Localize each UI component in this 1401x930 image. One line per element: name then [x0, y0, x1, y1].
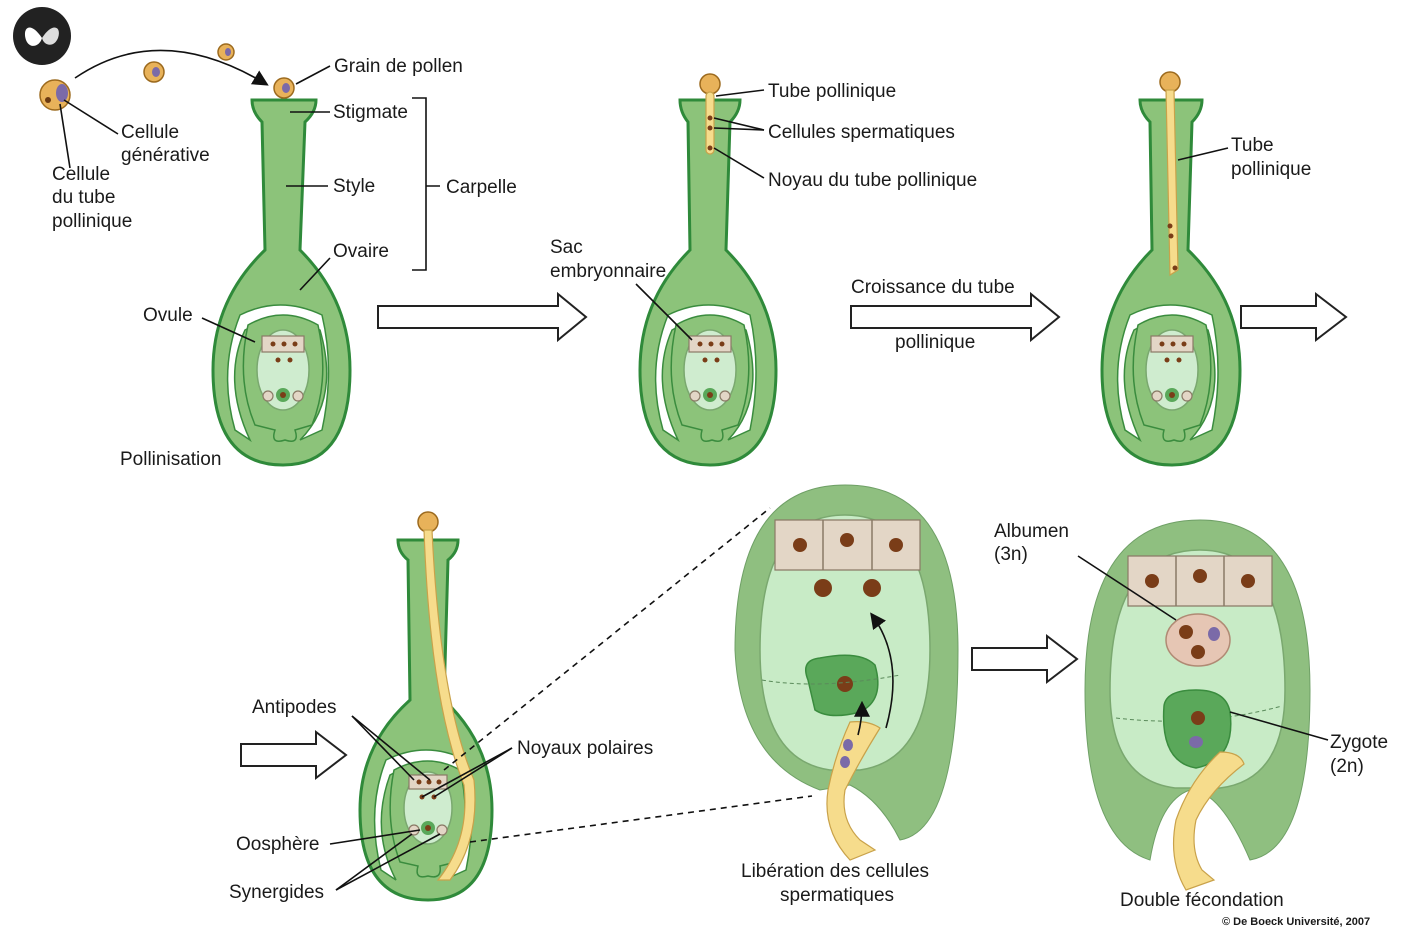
label-zygote-1: Zygote: [1330, 732, 1388, 753]
label-croissance-2: pollinique: [895, 332, 975, 353]
panel-pollen-tube-growth: [1102, 72, 1240, 465]
label-oosphere: Oosphère: [236, 834, 319, 855]
label-cellule-generative-1: Cellule: [121, 122, 179, 143]
label-ovule: Ovule: [143, 305, 193, 326]
copyright-notice: © De Boeck Université, 2007: [1222, 916, 1370, 928]
panel-sperm-release: [735, 485, 958, 860]
label-double-fecondation: Double fécondation: [1120, 890, 1284, 911]
label-liberation-2: spermatiques: [780, 885, 894, 906]
label-synergides: Synergides: [229, 882, 324, 903]
label-sac-1: Sac: [550, 237, 583, 258]
label-cellule-tube-2: du tube: [52, 187, 115, 208]
arrow-right-4: [241, 732, 346, 778]
label-cellules-spermatiques: Cellules spermatiques: [768, 122, 955, 143]
label-tube-1: Tube: [1231, 135, 1274, 156]
label-zygote-2: (2n): [1330, 756, 1364, 777]
label-albumen-1: Albumen: [994, 521, 1069, 542]
butterfly-logo-icon: [13, 7, 71, 65]
label-croissance-1: Croissance du tube: [851, 277, 1015, 298]
label-tube-pollinique: Tube pollinique: [768, 81, 896, 102]
label-grain-pollen: Grain de pollen: [334, 56, 463, 77]
label-cellule-tube-1: Cellule: [52, 164, 110, 185]
arrow-right-3: [1241, 294, 1346, 340]
label-cellule-tube-3: pollinique: [52, 211, 132, 232]
arrow-right-5: [972, 636, 1077, 682]
label-cellule-generative-2: générative: [121, 145, 210, 166]
label-ovaire: Ovaire: [333, 241, 389, 262]
label-carpelle: Carpelle: [446, 177, 517, 198]
label-noyau-tube: Noyau du tube pollinique: [768, 170, 977, 191]
label-albumen-2: (3n): [994, 544, 1028, 565]
label-pollinisation: Pollinisation: [120, 449, 221, 470]
arrow-right-1: [378, 294, 586, 340]
label-tube-2: pollinique: [1231, 159, 1311, 180]
label-stigmate: Stigmate: [333, 102, 408, 123]
label-antipodes: Antipodes: [252, 697, 337, 718]
panel-double-fertilization-overview: [330, 508, 812, 900]
panel-double-fertilization: [1078, 520, 1328, 890]
label-noyaux-polaires: Noyaux polaires: [517, 738, 653, 759]
label-style: Style: [333, 176, 375, 197]
label-liberation-1: Libération des cellules: [741, 861, 929, 882]
label-sac-2: embryonnaire: [550, 261, 666, 282]
